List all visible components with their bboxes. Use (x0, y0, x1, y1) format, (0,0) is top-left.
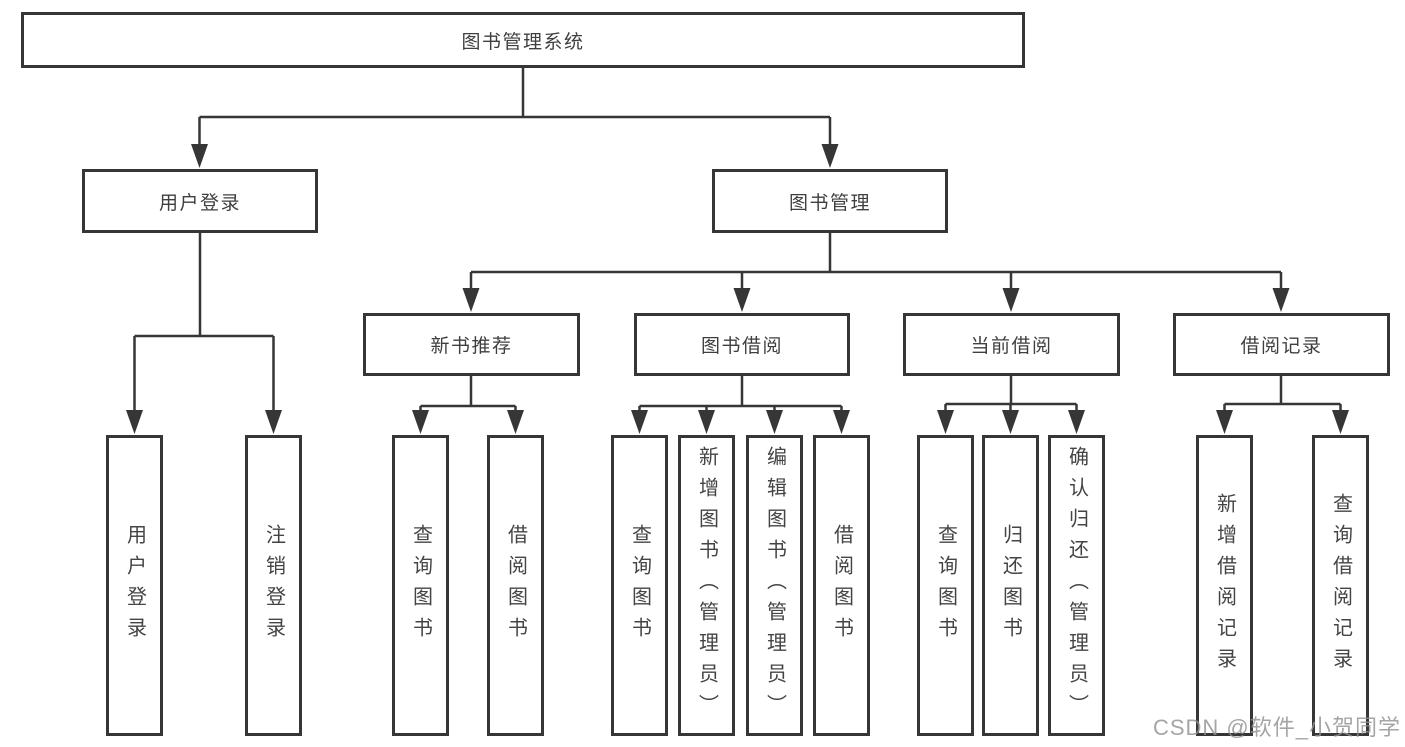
leaf-query-borrow-record: 查询借阅记录 (1312, 435, 1369, 736)
node-borrowing-records-label: 借阅记录 (1240, 336, 1323, 357)
node-user-login: 用户登录 (82, 169, 318, 233)
node-new-book-recommendation: 新书推荐 (363, 313, 580, 376)
leaf-query-books-recommend-label: 查询图书 (409, 523, 432, 648)
leaf-query-books-current-label: 查询图书 (934, 523, 957, 648)
leaf-borrow-books-recommend: 借阅图书 (487, 435, 544, 736)
leaf-query-books-borrow-label: 查询图书 (628, 523, 651, 648)
node-book-borrowing: 图书借阅 (634, 313, 850, 376)
leaf-user-login: 用户登录 (106, 435, 163, 736)
leaf-query-books-borrow: 查询图书 (611, 435, 668, 736)
leaf-borrow-books-borrow-label: 借阅图书 (830, 523, 853, 648)
node-book-management-label: 图书管理 (788, 192, 871, 214)
leaf-logout: 注销登录 (245, 435, 302, 736)
node-new-book-recommendation-label: 新书推荐 (430, 336, 513, 357)
leaf-add-borrow-record: 新增借阅记录 (1196, 435, 1253, 736)
leaf-edit-book-admin-label: 编辑图书（管理员） (763, 446, 786, 725)
node-library-management-system: 图书管理系统 (21, 12, 1025, 68)
leaf-add-borrow-record-label: 新增借阅记录 (1213, 492, 1236, 679)
node-library-management-system-label: 图书管理系统 (461, 31, 585, 53)
leaf-borrow-books-recommend-label: 借阅图书 (504, 523, 527, 648)
leaf-return-book-label: 归还图书 (999, 523, 1022, 648)
leaf-logout-label: 注销登录 (262, 523, 285, 648)
node-current-borrowing: 当前借阅 (903, 313, 1120, 376)
leaf-query-books-recommend: 查询图书 (392, 435, 449, 736)
leaf-add-book-admin-label: 新增图书（管理员） (695, 446, 718, 725)
leaf-query-books-current: 查询图书 (917, 435, 974, 736)
leaf-return-book: 归还图书 (982, 435, 1039, 736)
csdn-watermark: CSDN @软件_小贺同学 (1152, 715, 1401, 740)
leaf-confirm-return-admin-label: 确认归还（管理员） (1065, 446, 1088, 725)
node-book-management: 图书管理 (712, 169, 948, 233)
node-book-borrowing-label: 图书借阅 (700, 336, 783, 357)
leaf-user-login-label: 用户登录 (123, 523, 146, 648)
node-borrowing-records: 借阅记录 (1173, 313, 1390, 376)
leaf-confirm-return-admin: 确认归还（管理员） (1048, 435, 1105, 736)
leaf-add-book-admin: 新增图书（管理员） (678, 435, 735, 736)
leaf-borrow-books-borrow: 借阅图书 (813, 435, 870, 736)
leaf-edit-book-admin: 编辑图书（管理员） (746, 435, 803, 736)
node-current-borrowing-label: 当前借阅 (970, 336, 1053, 357)
leaf-query-borrow-record-label: 查询借阅记录 (1329, 492, 1352, 679)
node-user-login-label: 用户登录 (158, 192, 241, 214)
